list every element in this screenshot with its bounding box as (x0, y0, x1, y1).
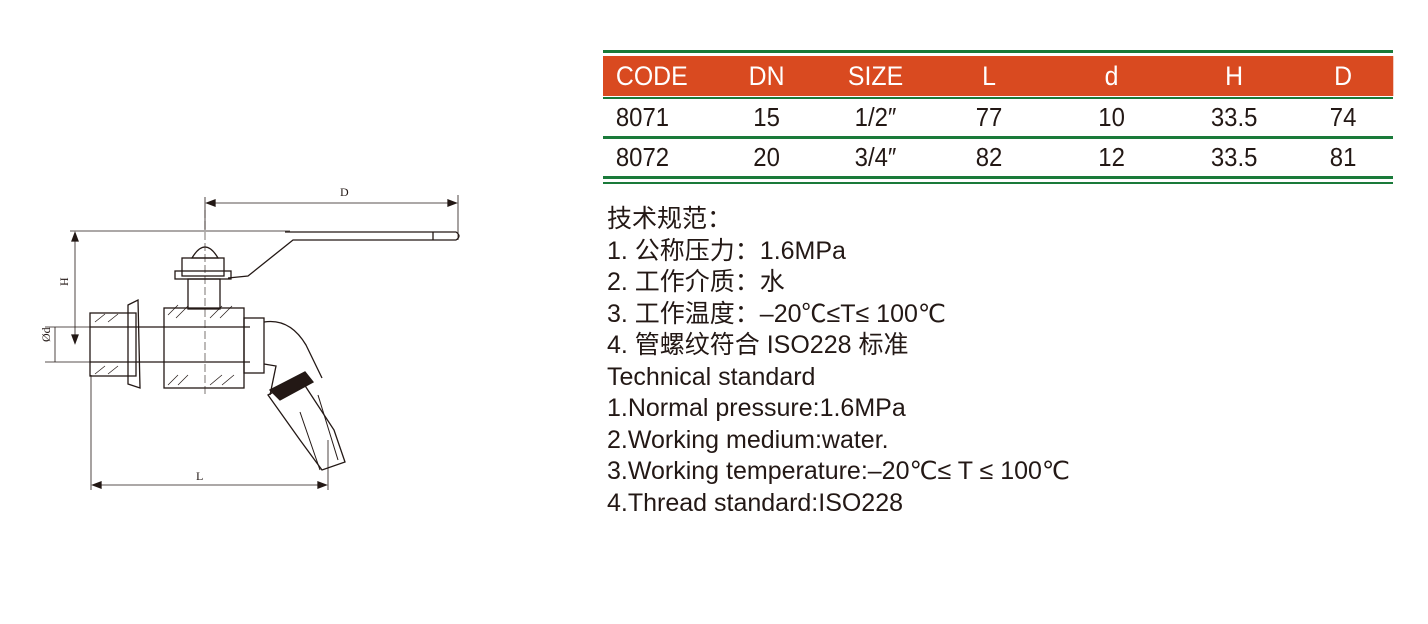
svg-text:Ød: Ød (39, 327, 53, 342)
cell-d-small: 10 (1098, 102, 1125, 132)
cell-d-small: 12 (1098, 142, 1125, 172)
cell-d: 81 (1329, 142, 1357, 172)
cell-dn: 20 (753, 142, 780, 172)
table-row: 8072 20 3/4″ 82 12 33.5 81 (603, 139, 1393, 176)
table-top-rule (603, 50, 1393, 53)
col-header-code: CODE (615, 60, 688, 91)
cn-notes-title: 技术规范： (607, 205, 733, 233)
cn-note-item: 4. 管螺纹符合 ISO228 标准 (607, 331, 909, 359)
cn-note-item: 3. 工作温度：–20℃≤T≤ 100℃ (607, 299, 946, 328)
col-header-d-small: d (1104, 60, 1119, 91)
cell-h: 33.5 (1210, 102, 1258, 132)
valve-technical-drawing: D H Ød L (39, 185, 460, 490)
cn-note-item: 2. 工作介质：水 (607, 268, 785, 296)
cell-size: 3/4″ (854, 142, 897, 172)
en-note-item: 2.Working medium:water. (607, 425, 889, 454)
cell-dn: 15 (753, 102, 780, 132)
col-header-dn: DN (748, 60, 785, 91)
cell-h: 33.5 (1210, 142, 1258, 172)
table-row-divider (603, 136, 1393, 139)
en-note-item: 4.Thread standard:ISO228 (607, 488, 904, 517)
svg-text:L: L (196, 469, 203, 483)
dim-label-D: D (340, 185, 349, 199)
cell-d: 74 (1329, 102, 1357, 132)
table-header-row: CODE DN SIZE L d H D (603, 56, 1394, 96)
cn-note-item: 1. 公称压力：1.6MPa (607, 236, 846, 265)
cell-code: 8071 (615, 102, 670, 132)
table-row: 8071 15 1/2″ 77 10 33.5 74 (603, 99, 1393, 136)
svg-text:H: H (57, 277, 71, 286)
cell-size: 1/2″ (854, 102, 897, 132)
technical-notes: 技术规范： 1. 公称压力：1.6MPa 2. 工作介质：水 3. 工作温度：–… (607, 204, 1070, 519)
table-bottom-rule-2 (603, 182, 1393, 184)
col-header-h: H (1225, 60, 1244, 91)
table-bottom-rule (603, 176, 1393, 179)
col-header-l: L (982, 60, 996, 91)
cell-l: 77 (975, 102, 1003, 132)
en-notes-title: Technical standard (607, 362, 816, 391)
spec-table: CODE DN SIZE L d H D 8071 15 1/2″ 77 10 … (603, 50, 1394, 184)
en-note-item: 1.Normal pressure:1.6MPa (607, 394, 906, 422)
col-header-size: SIZE (847, 60, 904, 91)
en-note-item: 3.Working temperature:–20℃≤ T ≤ 100℃ (607, 457, 1070, 485)
col-header-d: D (1334, 60, 1353, 91)
cell-code: 8072 (615, 142, 670, 172)
cell-l: 82 (975, 142, 1003, 172)
